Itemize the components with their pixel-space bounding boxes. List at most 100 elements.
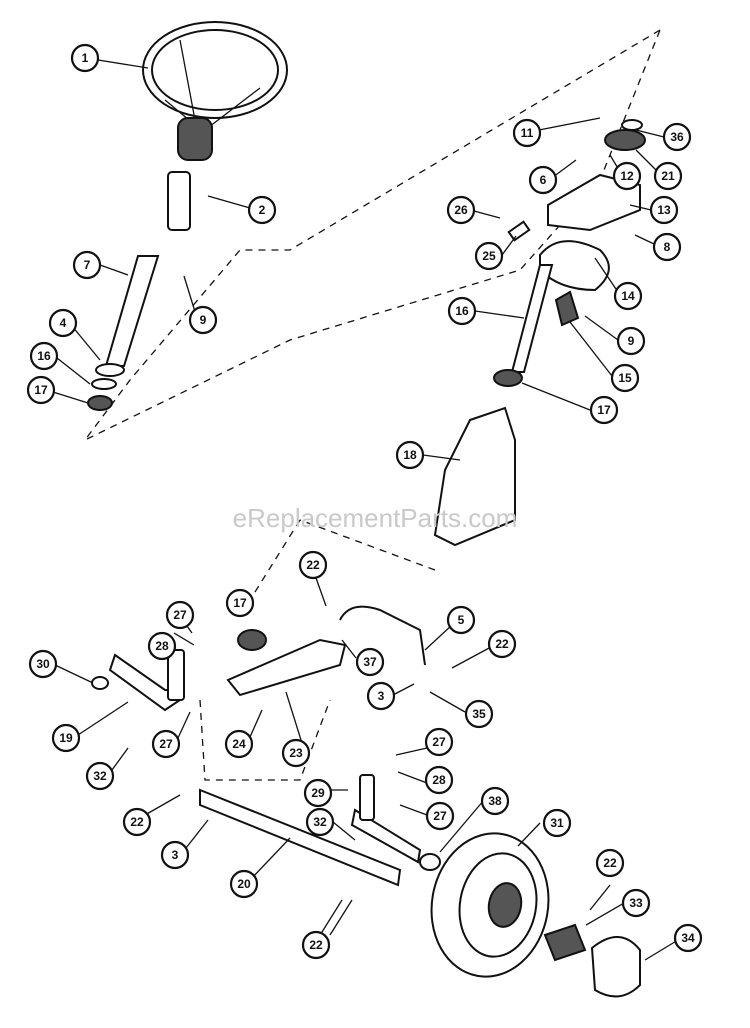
callout-8: 8 — [652, 232, 682, 262]
callout-17-left: 17 — [26, 375, 56, 405]
callout-37: 37 — [355, 647, 385, 677]
callout-36: 36 — [662, 122, 692, 152]
svg-text:29: 29 — [311, 786, 325, 800]
svg-text:19: 19 — [59, 731, 73, 745]
svg-text:25: 25 — [482, 249, 496, 263]
svg-text:27: 27 — [433, 809, 447, 823]
svg-text:5: 5 — [458, 613, 465, 627]
svg-text:33: 33 — [629, 896, 643, 910]
callout-31: 31 — [542, 808, 572, 838]
svg-text:28: 28 — [432, 773, 446, 787]
callout-24: 24 — [224, 729, 254, 759]
callout-38: 38 — [480, 786, 510, 816]
svg-text:24: 24 — [232, 737, 246, 751]
svg-text:3: 3 — [378, 689, 385, 703]
callout-14: 14 — [613, 281, 643, 311]
callout-33: 33 — [621, 888, 651, 918]
callout-22-top: 22 — [298, 550, 328, 580]
kingpin-19 — [167, 649, 185, 701]
callout-17-lower: 17 — [225, 588, 255, 618]
callout-3-bottom: 3 — [160, 840, 190, 870]
bearing-17-left — [87, 395, 113, 411]
callout-21: 21 — [653, 161, 683, 191]
bearing-17-right — [493, 369, 523, 387]
svg-text:15: 15 — [618, 371, 632, 385]
svg-text:28: 28 — [155, 639, 169, 653]
svg-text:9: 9 — [200, 313, 207, 327]
svg-text:32: 32 — [313, 815, 327, 829]
callout-28-b: 28 — [424, 765, 454, 795]
svg-text:18: 18 — [403, 448, 417, 462]
svg-text:14: 14 — [621, 289, 635, 303]
svg-text:9: 9 — [628, 334, 635, 348]
callout-3-top: 3 — [366, 681, 396, 711]
kingpin-29 — [359, 774, 375, 821]
drag-link-5 — [339, 605, 426, 666]
cap-21 — [604, 129, 646, 151]
svg-text:22: 22 — [130, 815, 144, 829]
svg-text:1: 1 — [82, 51, 89, 65]
callout-27-b: 27 — [151, 729, 181, 759]
callout-11: 11 — [512, 118, 542, 148]
svg-text:6: 6 — [540, 173, 547, 187]
svg-text:27: 27 — [159, 737, 173, 751]
svg-text:7: 7 — [84, 258, 91, 272]
callout-29: 29 — [303, 778, 333, 808]
callout-22-left: 22 — [122, 807, 152, 837]
svg-text:38: 38 — [488, 794, 502, 808]
svg-text:17: 17 — [233, 596, 247, 610]
callout-26: 26 — [446, 195, 476, 225]
callout-16-left: 16 — [29, 341, 59, 371]
svg-text:2: 2 — [259, 203, 266, 217]
callout-7: 7 — [72, 250, 102, 280]
svg-text:22: 22 — [495, 637, 509, 651]
callout-30: 30 — [28, 649, 58, 679]
washer-38 — [419, 853, 441, 871]
svg-text:30: 30 — [36, 657, 50, 671]
callout-13: 13 — [649, 195, 679, 225]
callout-22-bottom: 22 — [301, 930, 331, 960]
callout-27-c: 27 — [424, 727, 454, 757]
watermark-text: eReplacementParts.com — [233, 503, 518, 533]
column-support-18 — [433, 406, 516, 547]
steering-column-16 — [510, 264, 554, 373]
callout-25: 25 — [474, 241, 504, 271]
callout-20: 20 — [229, 869, 259, 899]
svg-text:4: 4 — [60, 316, 67, 330]
svg-text:22: 22 — [603, 856, 617, 870]
bracket-13 — [547, 173, 641, 232]
callout-9-right: 9 — [616, 326, 646, 356]
callout-27-d: 27 — [425, 801, 455, 831]
callout-32-left: 32 — [85, 761, 115, 791]
steering-shaft-upper — [167, 171, 191, 231]
callout-22-mid: 22 — [487, 629, 517, 659]
pinion-15 — [554, 290, 580, 327]
svg-text:27: 27 — [173, 608, 187, 622]
svg-text:16: 16 — [37, 349, 51, 363]
callout-9-left: 9 — [188, 305, 218, 335]
callout-35: 35 — [464, 699, 494, 729]
bearing-17-lower — [237, 629, 267, 651]
callout-17-right: 17 — [589, 395, 619, 425]
callout-19: 19 — [51, 723, 81, 753]
callout-2: 2 — [247, 195, 277, 225]
dashed-link-lower — [199, 519, 436, 781]
svg-text:11: 11 — [521, 126, 534, 140]
callout-1: 1 — [70, 43, 100, 73]
svg-text:22: 22 — [309, 938, 323, 952]
steering-wheel — [142, 21, 288, 161]
callout-18: 18 — [395, 440, 425, 470]
sector-gear-14 — [539, 240, 610, 292]
svg-text:27: 27 — [432, 735, 446, 749]
leader-lines — [52, 59, 679, 961]
svg-text:17: 17 — [34, 383, 48, 397]
svg-text:8: 8 — [664, 240, 671, 254]
wheel-tire-31 — [430, 832, 550, 978]
svg-text:20: 20 — [237, 877, 251, 891]
front-axle-20 — [199, 788, 402, 887]
svg-text:36: 36 — [670, 130, 684, 144]
svg-text:34: 34 — [681, 931, 695, 945]
bushing-washer-4 — [95, 363, 125, 377]
svg-text:22: 22 — [306, 558, 320, 572]
steering-column-tube — [104, 255, 160, 367]
